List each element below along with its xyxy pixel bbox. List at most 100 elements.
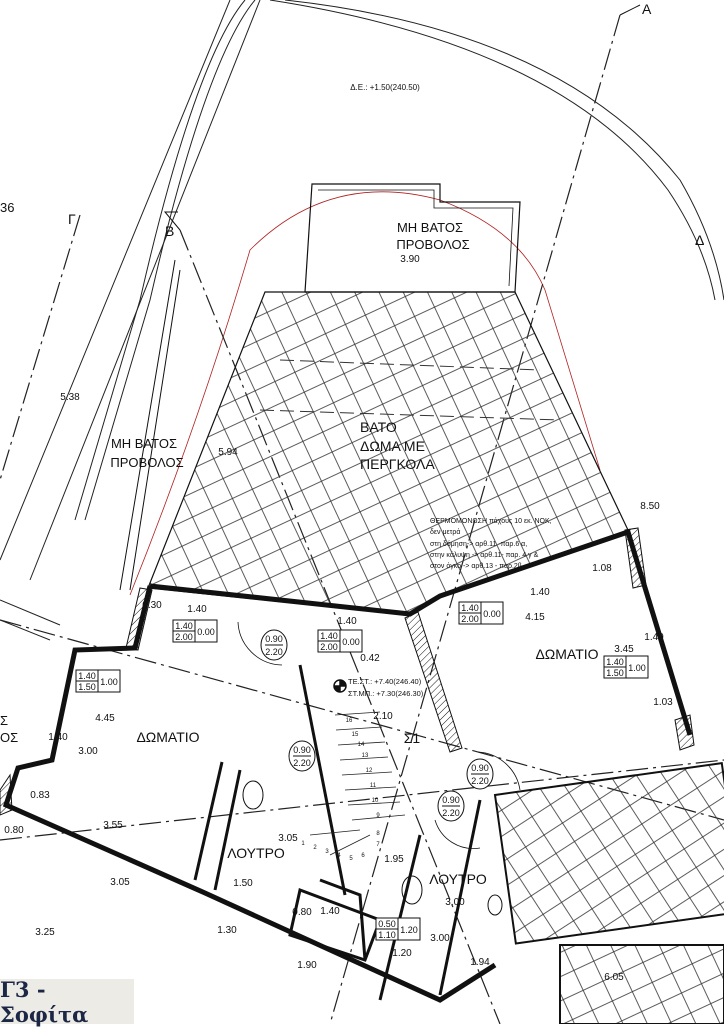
partial-label: ΟΣ bbox=[0, 730, 18, 745]
stair-step-number: 2 bbox=[313, 845, 317, 851]
room-label: Σ1 bbox=[404, 730, 421, 746]
section-lines bbox=[0, 14, 724, 1024]
dimension-label: 4.45 bbox=[95, 713, 115, 724]
stair-step-number: 13 bbox=[362, 753, 369, 759]
stair-step-number: 15 bbox=[352, 732, 359, 738]
dimension-label: 1.30 bbox=[217, 925, 237, 936]
window-tag-divider bbox=[376, 918, 399, 940]
area-label: ΠΡΟΒΟΛΟΣ bbox=[396, 237, 469, 252]
ground-level-note: Δ.Ε.: +1.50(240.50) bbox=[350, 83, 420, 92]
section-arrow-icon bbox=[163, 4, 641, 231]
door-height: 2.20 bbox=[265, 647, 283, 657]
elevation-label: ΣΤ.ΜΠ.: +7.30(246.30) bbox=[348, 689, 424, 698]
stair-step-number: 10 bbox=[372, 798, 379, 804]
window-sill: 1.00 bbox=[100, 677, 118, 687]
dimension-label: 3.00 bbox=[430, 933, 450, 944]
dimension-label: 3.45 bbox=[614, 644, 634, 655]
dimension-label: 1.40 bbox=[644, 632, 664, 643]
dimension-label: 1.03 bbox=[653, 697, 673, 708]
section-mark-a: A bbox=[642, 1, 652, 17]
stair-step-number: 7 bbox=[376, 842, 380, 848]
area-label: ΠΕΡΓΚΟΛΑ bbox=[360, 456, 435, 472]
top-balcony-inner bbox=[318, 189, 514, 287]
window-width: 1.40 bbox=[78, 671, 96, 681]
door-width: 0.90 bbox=[265, 634, 283, 644]
left-balcony bbox=[119, 259, 181, 591]
stair-step-number: 6 bbox=[361, 853, 365, 859]
plan-caption: Γ3 - Σοφίτα bbox=[0, 977, 134, 1027]
area-label: ΜΗ ΒΑΤΟΣ bbox=[111, 436, 177, 451]
dimension-label: 1.40 bbox=[530, 587, 550, 598]
window-sill: 1.00 bbox=[628, 663, 646, 673]
section-mark-g: Γ bbox=[68, 211, 76, 227]
tiled-roof bbox=[493, 761, 724, 945]
window-sill: 0.00 bbox=[342, 637, 360, 647]
door-height: 2.20 bbox=[442, 808, 460, 818]
dimension-label: 3.55 bbox=[103, 820, 123, 831]
stair-step-number: 11 bbox=[370, 783, 377, 789]
area-label: ΒΑΤΟ bbox=[360, 419, 397, 435]
window-height: 1.10 bbox=[378, 930, 396, 940]
dimension-label: 3.05 bbox=[110, 877, 130, 888]
stair-step-number: 4 bbox=[337, 853, 341, 859]
stair-step-number: 16 bbox=[346, 718, 353, 724]
window-width: 1.40 bbox=[606, 657, 624, 667]
dimension-label: 5.38 bbox=[60, 392, 80, 403]
door-width: 0.90 bbox=[442, 795, 460, 805]
section-mark-d: Δ bbox=[695, 232, 704, 248]
window-width: 1.40 bbox=[320, 631, 338, 641]
stair-step-number: 1 bbox=[301, 841, 305, 847]
dimension-label: 6.05 bbox=[604, 972, 624, 983]
window-tag-divider bbox=[604, 656, 627, 678]
area-label: ΠΡΟΒΟΛΟΣ bbox=[110, 455, 183, 470]
dimension-label: 3.90 bbox=[400, 254, 420, 265]
dimension-label: 1.40 bbox=[337, 616, 357, 627]
window-sill: 0.00 bbox=[483, 609, 501, 619]
dimension-label: 1.95 bbox=[384, 854, 404, 865]
dimension-label: 1.40 bbox=[48, 732, 68, 743]
dimension-label: 0.80 bbox=[4, 825, 24, 836]
wall-hatch bbox=[0, 527, 695, 816]
stair-step-number: 14 bbox=[358, 742, 365, 748]
level-marker-icon bbox=[333, 679, 347, 693]
dimension-label: 0.83 bbox=[30, 790, 50, 801]
sink-icon bbox=[242, 780, 264, 810]
door-height: 2.20 bbox=[471, 776, 489, 786]
window-height: 2.00 bbox=[175, 632, 193, 642]
insulation-note-line: ΘΕΡΜΟΜΟΝΩΣΗ πάχους 10 εκ. ΝΟΚ, bbox=[430, 517, 552, 525]
insulation-note-line: στον όγκο -> αρθ.13 - παρ.2β bbox=[430, 562, 522, 570]
window-width: 0.50 bbox=[378, 919, 396, 929]
window-tag-divider bbox=[173, 620, 196, 642]
dimension-label: 1.50 bbox=[233, 878, 253, 889]
stair-step-number: 12 bbox=[366, 768, 373, 774]
dimension-label: 1.40 bbox=[320, 906, 340, 917]
stair-step-number: 3 bbox=[325, 849, 329, 855]
window-height: 2.00 bbox=[320, 642, 338, 652]
dimension-label: 8.50 bbox=[640, 501, 660, 512]
insulation-note-line: στην κάλυψη -> αρθ.11- παρ. 4 γ & bbox=[430, 551, 539, 559]
dimension-label: 3.05 bbox=[278, 833, 298, 844]
dimension-label: 2.10 bbox=[373, 711, 393, 722]
window-width: 1.40 bbox=[175, 621, 193, 631]
partial-label: 36 bbox=[0, 200, 14, 215]
dimension-label: 0.80 bbox=[292, 907, 312, 918]
room-label: ΛΟΥΤΡΟ bbox=[429, 871, 487, 887]
dimension-label: 0.42 bbox=[360, 653, 380, 664]
dimension-label: 1.20 bbox=[392, 948, 412, 959]
window-sill: 1.20 bbox=[400, 925, 418, 935]
dimension-label: 3.25 bbox=[35, 927, 55, 938]
section-mark-b: B bbox=[165, 223, 174, 239]
insulation-note-line: στη δόμηση-> αρθ.11 -παρ.6 α, bbox=[430, 540, 527, 548]
window-tag-divider bbox=[318, 630, 341, 652]
window-width: 1.40 bbox=[461, 603, 479, 613]
window-sill: 0.00 bbox=[197, 627, 215, 637]
tiled-roof-lower bbox=[559, 944, 724, 1024]
room-label: ΔΩΜΑΤΙΟ bbox=[535, 646, 598, 662]
dimension-label: 1.40 bbox=[187, 604, 207, 615]
insulation-note-line: δεν μετρά bbox=[430, 528, 460, 536]
toilet-icon bbox=[487, 894, 503, 916]
site-outline bbox=[0, 0, 724, 641]
elevation-label: ΤΕ.ΣΤ.: +7.40(246.40) bbox=[348, 677, 422, 686]
